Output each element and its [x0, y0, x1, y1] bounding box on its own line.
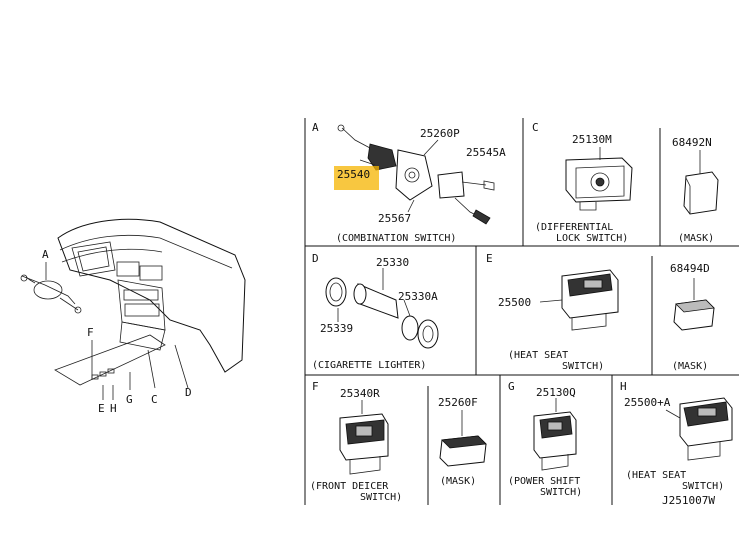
section-e-letter: E: [486, 252, 493, 265]
mask-25260f-drawing: [439, 410, 487, 467]
section-f-letter: F: [312, 380, 319, 393]
highlight-25540: [334, 166, 379, 190]
overview-label-d: D: [185, 386, 192, 399]
section-d-caption: (CIGARETTE LIGHTER): [312, 360, 426, 371]
part-25500-a[interactable]: 25500+A: [624, 396, 671, 409]
section-f-caption1-line1: (FRONT DEICER: [310, 481, 389, 492]
section-f: F 25340R (FRONT DEICER SWITCH) 25260F (M…: [310, 380, 487, 503]
combination-switch-drawing: [337, 124, 495, 225]
mask-68494d-drawing: [673, 278, 715, 331]
heat-seat-switch-e-drawing: [539, 269, 619, 331]
part-25339[interactable]: 25339: [320, 322, 353, 335]
part-25340r[interactable]: 25340R: [340, 387, 380, 400]
overview-label-h: H: [110, 402, 117, 415]
part-25545a[interactable]: 25545A: [466, 146, 506, 159]
section-c-caption1-line1: (DIFFERENTIAL: [535, 222, 613, 233]
part-68492n[interactable]: 68492N: [672, 136, 712, 149]
section-g-letter: G: [508, 380, 515, 393]
section-e-caption1-line2: SWITCH): [562, 361, 604, 372]
section-c-letter: C: [532, 121, 539, 134]
heat-seat-switch-h-drawing: [665, 397, 733, 461]
part-25260p[interactable]: 25260P: [420, 127, 460, 140]
section-e: E 25500 (HEAT SEAT SWITCH) 68494D (MASK): [486, 252, 715, 372]
section-a-letter: A: [312, 121, 319, 134]
cigarette-lighter-drawing: [325, 268, 439, 349]
section-h-caption-line1: (HEAT SEAT: [626, 470, 686, 481]
section-e-caption2: (MASK): [672, 361, 708, 372]
section-h: H 25500+A (HEAT SEAT SWITCH): [620, 380, 733, 492]
section-h-letter: H: [620, 380, 627, 393]
section-g: G 25130Q (POWER SHIFT SWITCH): [508, 380, 582, 498]
overview-label-e: E: [98, 402, 105, 415]
front-deicer-switch-drawing: [339, 400, 389, 475]
section-f-caption2: (MASK): [440, 476, 476, 487]
section-a-caption: (COMBINATION SWITCH): [336, 233, 456, 244]
part-25330a[interactable]: 25330A: [398, 290, 438, 303]
section-a: A 25540 25260P 25545A 25567 (COMBINATION…: [312, 121, 506, 244]
section-grid: [304, 118, 739, 505]
overview-label-a: A: [42, 248, 49, 261]
differential-lock-switch-drawing: [565, 147, 633, 211]
part-25130m[interactable]: 25130M: [572, 133, 612, 146]
overview-label-f: F: [87, 326, 94, 339]
section-g-caption-line1: (POWER SHIFT: [508, 476, 580, 487]
part-25130q[interactable]: 25130Q: [536, 386, 576, 399]
part-25540[interactable]: 25540: [337, 168, 370, 181]
overview-label-g: G: [126, 393, 133, 406]
part-68494d[interactable]: 68494D: [670, 262, 710, 275]
section-c-caption2: (MASK): [678, 233, 714, 244]
section-d-letter: D: [312, 252, 319, 265]
section-g-caption-line2: SWITCH): [540, 487, 582, 498]
part-25330[interactable]: 25330: [376, 256, 409, 269]
dashboard-overview: [20, 218, 246, 400]
section-c: C 25130M (DIFFERENTIAL LOCK SWITCH) 6849…: [532, 121, 719, 244]
section-f-caption1-line2: SWITCH): [360, 492, 402, 503]
diagram-code: J251007W: [662, 494, 715, 507]
part-25500[interactable]: 25500: [498, 296, 531, 309]
overview-label-c: C: [151, 393, 158, 406]
section-c-caption1-line2: LOCK SWITCH): [556, 233, 628, 244]
power-shift-switch-drawing: [533, 398, 577, 471]
part-25567[interactable]: 25567: [378, 212, 411, 225]
section-e-caption1-line1: (HEAT SEAT: [508, 350, 568, 361]
mask-68492n-drawing: [683, 150, 719, 215]
part-25260f[interactable]: 25260F: [438, 396, 478, 409]
section-d: D 25330 25330A 25339 (CIGARETTE LIGHTER): [312, 252, 439, 371]
section-h-caption-line2: SWITCH): [682, 481, 724, 492]
